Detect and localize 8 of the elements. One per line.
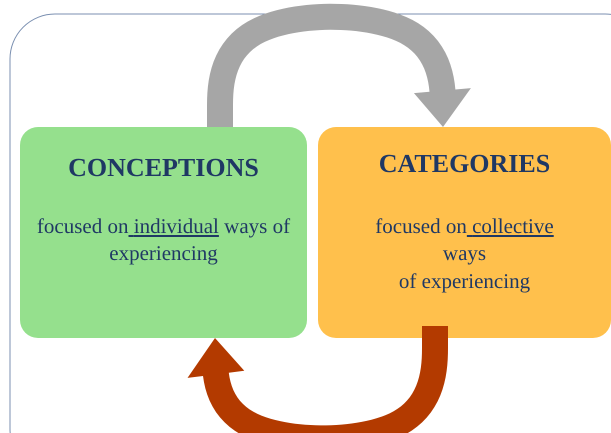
box-heading: CONCEPTIONS bbox=[67, 153, 260, 183]
box-heading: CATEGORIES bbox=[378, 149, 552, 179]
rounded-box bbox=[20, 127, 307, 338]
box-description: focused on collective ways of experiencing bbox=[374, 213, 555, 295]
box-description: focused on individual ways of experiencing bbox=[36, 213, 292, 268]
curved-arrow bbox=[207, 4, 471, 127]
rounded-box bbox=[318, 127, 611, 338]
curved-arrow bbox=[188, 326, 448, 433]
